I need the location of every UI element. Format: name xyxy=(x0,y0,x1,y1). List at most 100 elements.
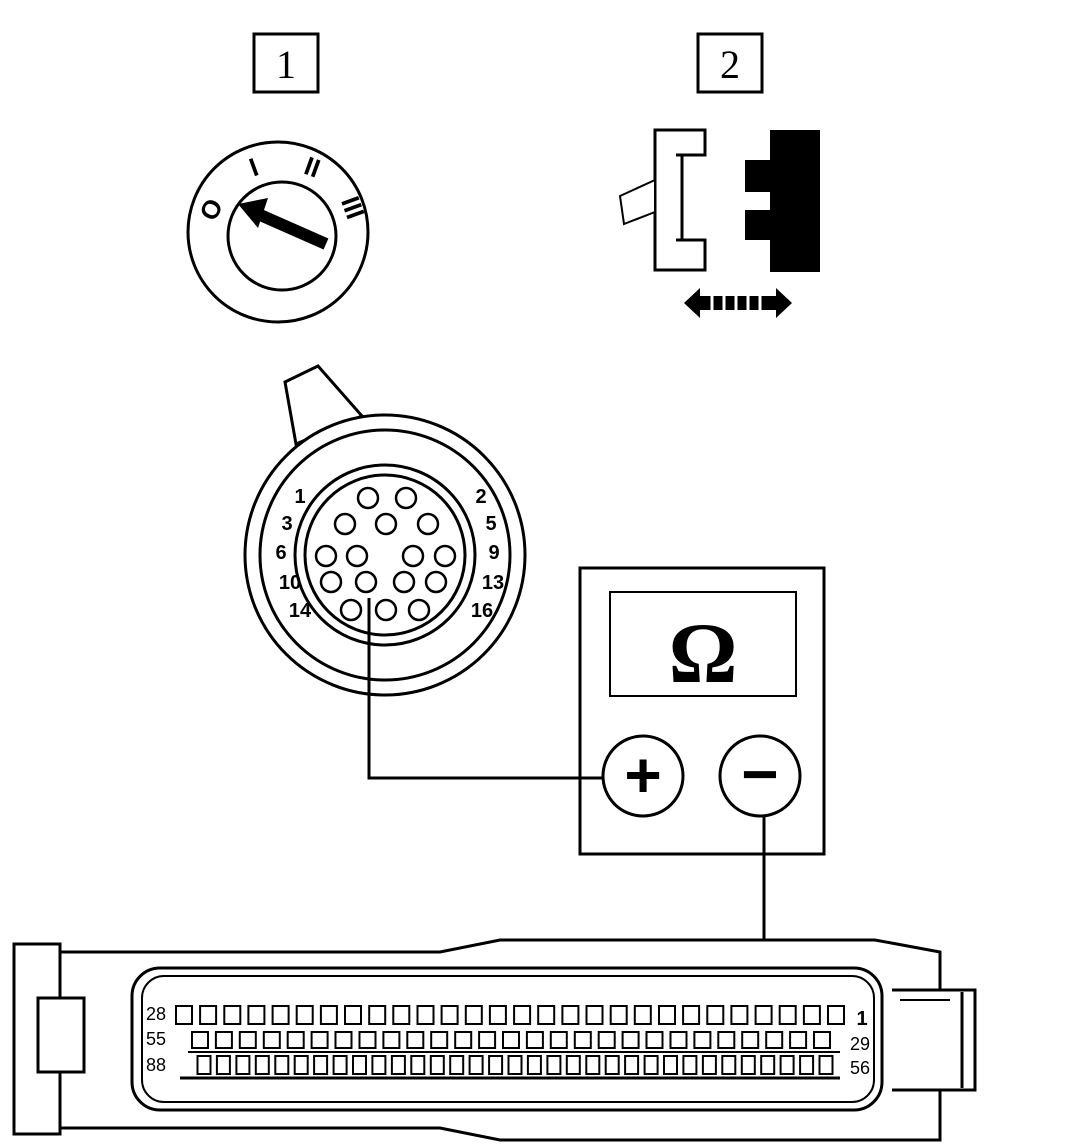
round-pin xyxy=(407,598,431,622)
round-pin xyxy=(345,544,369,568)
ecu-pin xyxy=(778,1005,797,1025)
multimeter-ohm-display: Ω xyxy=(669,605,738,701)
round-pin xyxy=(394,486,418,510)
ecu-pin xyxy=(191,1031,209,1049)
ecu-pin xyxy=(525,1031,544,1049)
ecu-pin xyxy=(526,1055,542,1075)
ecu-pin xyxy=(368,1005,387,1025)
ecu-pin xyxy=(682,1055,698,1075)
ecu-connector: 28 1 55 29 88 56 xyxy=(12,938,977,1142)
ecu-pin xyxy=(585,1055,601,1075)
ecu-row3-left-label: 88 xyxy=(146,1055,166,1075)
round-pin xyxy=(314,544,338,568)
ecu-pin xyxy=(573,1031,592,1049)
ecu-pin xyxy=(310,1031,329,1049)
ecu-pin xyxy=(701,1055,717,1075)
ecu-pin xyxy=(682,1005,701,1025)
ecu-pin xyxy=(295,1005,314,1025)
ecu-pin xyxy=(643,1055,659,1075)
step-1-marker: 1 xyxy=(252,32,320,94)
plus-terminal-label: + xyxy=(624,739,661,811)
ecu-pin xyxy=(440,1005,459,1025)
round-pin xyxy=(354,570,378,594)
round-pin xyxy=(374,598,398,622)
round-connector-pins xyxy=(314,486,457,622)
ecu-pin xyxy=(406,1031,425,1049)
ecu-pin xyxy=(293,1055,309,1075)
ecu-row1-left-label: 28 xyxy=(146,1004,166,1024)
ecu-connector-pins xyxy=(175,1005,845,1080)
ecu-pin xyxy=(546,1055,562,1075)
multimeter: Ω + − xyxy=(578,566,826,856)
ecu-pin xyxy=(537,1005,556,1025)
ecu-pin xyxy=(332,1055,348,1075)
ecu-pin xyxy=(818,1055,834,1075)
ecu-pin xyxy=(382,1031,401,1049)
ecu-pin xyxy=(319,1005,338,1025)
round-connector: 1 3 6 10 14 2 5 9 13 16 xyxy=(243,364,527,697)
round-pin xyxy=(433,544,457,568)
pin-label-1: 1 xyxy=(294,486,305,508)
ecu-pin xyxy=(827,1005,845,1025)
ecu-pin xyxy=(609,1005,628,1025)
round-pin xyxy=(416,512,440,536)
multimeter-minus-terminal: − xyxy=(718,734,802,818)
ecu-pin xyxy=(429,1055,445,1075)
ecu-pin xyxy=(633,1005,652,1025)
ecu-pin xyxy=(779,1055,795,1075)
pin-label-9: 9 xyxy=(488,542,499,564)
ecu-pin xyxy=(597,1031,616,1049)
ecu-pin xyxy=(430,1031,449,1049)
ecu-pin xyxy=(621,1031,640,1049)
ecu-pin xyxy=(604,1055,620,1075)
ecu-pin xyxy=(565,1055,581,1075)
ecu-pin xyxy=(196,1055,212,1075)
ecu-pin xyxy=(238,1031,257,1049)
ecu-pin xyxy=(721,1055,737,1075)
ecu-pin xyxy=(813,1031,831,1049)
round-pin xyxy=(424,570,448,594)
ecu-pin xyxy=(416,1005,435,1025)
ecu-pin xyxy=(214,1031,233,1049)
minus-terminal-label: − xyxy=(741,738,778,810)
ecu-pin xyxy=(271,1005,290,1025)
ecu-pin xyxy=(802,1005,821,1025)
ecu-pin xyxy=(488,1055,504,1075)
ecu-pin xyxy=(740,1055,756,1075)
ecu-pin xyxy=(175,1005,193,1025)
ecu-pin xyxy=(741,1031,760,1049)
ecu-pin xyxy=(717,1031,736,1049)
ecu-pin xyxy=(449,1055,465,1075)
ecu-pin xyxy=(669,1031,688,1049)
ecu-pin xyxy=(488,1005,507,1025)
pin-label-14: 14 xyxy=(289,600,312,622)
ecu-pin xyxy=(549,1031,568,1049)
ecu-pin xyxy=(352,1055,367,1075)
ecu-pin xyxy=(799,1055,815,1075)
ecu-pin xyxy=(658,1005,676,1025)
ecu-pin xyxy=(247,1005,266,1025)
ecu-pin xyxy=(513,1005,532,1025)
pin-label-13: 13 xyxy=(482,572,504,594)
ecu-row2-left-label: 55 xyxy=(146,1029,166,1049)
pin-label-5: 5 xyxy=(485,513,496,535)
ecu-pin xyxy=(254,1055,270,1075)
step-1-label: 1 xyxy=(276,42,296,87)
round-pin xyxy=(333,512,357,536)
step-2-marker: 2 xyxy=(696,32,764,94)
ecu-pin xyxy=(262,1031,281,1049)
pin-label-3: 3 xyxy=(281,513,292,535)
step-2-label: 2 xyxy=(720,42,740,87)
ecu-pin xyxy=(468,1055,484,1075)
ecu-pin xyxy=(223,1005,242,1025)
multimeter-plus-terminal: + xyxy=(601,734,685,818)
ecu-pin xyxy=(274,1055,290,1075)
ecu-pin xyxy=(464,1005,483,1025)
ecu-row3-right-label: 56 xyxy=(850,1058,870,1078)
ecu-pin xyxy=(730,1005,749,1025)
ecu-pin xyxy=(313,1055,329,1075)
ecu-pin xyxy=(334,1031,353,1049)
pin-label-16: 16 xyxy=(471,600,493,622)
ecu-pin xyxy=(502,1031,520,1049)
